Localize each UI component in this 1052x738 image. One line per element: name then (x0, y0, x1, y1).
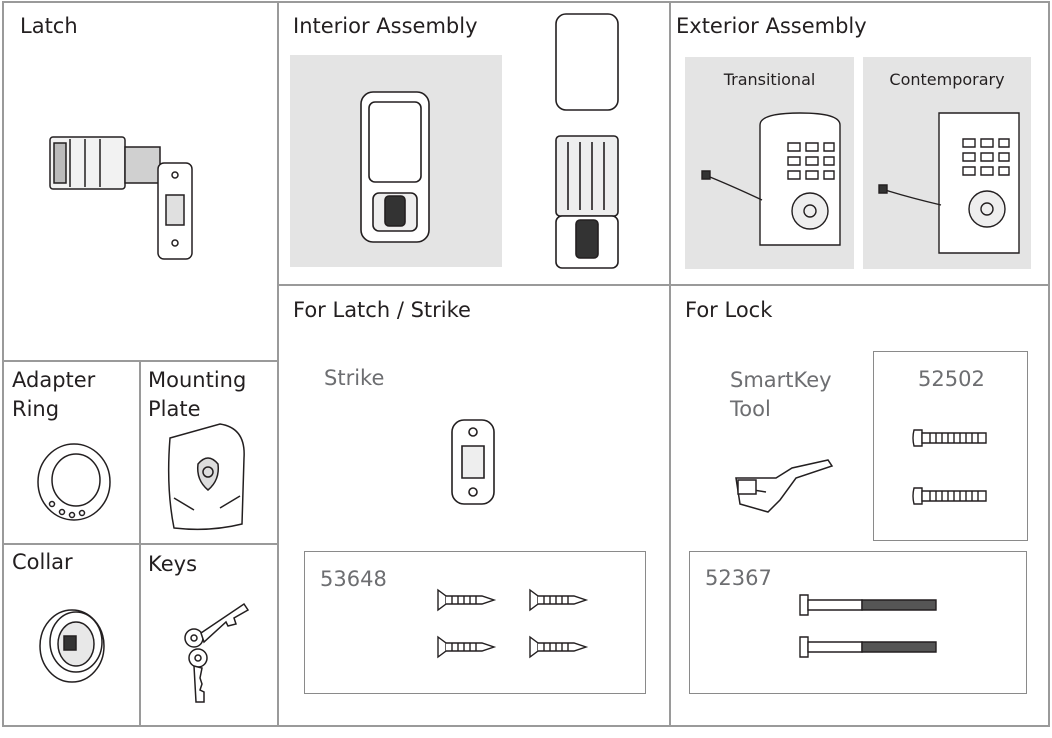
keypad-lock-icon (700, 105, 850, 255)
screw-icon (910, 426, 990, 450)
divider-middle (669, 1, 671, 727)
strike-screw-pack-number: 53648 (320, 567, 387, 591)
keypad-lock-icon (877, 105, 1027, 255)
adapter-ring-icon (34, 440, 114, 525)
strike-plate-icon (446, 416, 500, 508)
interior-assembly-title: Interior Assembly (293, 14, 478, 38)
adapter-ring-title-line2: Ring (12, 397, 60, 421)
mounting-plate-title-line2: Plate (148, 397, 201, 421)
keys-icon (172, 598, 252, 708)
outer-border-bottom (2, 725, 1050, 727)
bolt-icon (798, 592, 940, 618)
screw-icon (436, 587, 496, 613)
outer-border-top (2, 1, 1050, 3)
exterior-assembly-title: Exterior Assembly (676, 14, 867, 38)
bolt-icon (798, 634, 940, 660)
screw-icon (528, 587, 588, 613)
contemporary-label: Contemporary (889, 70, 1005, 89)
for-lock-title: For Lock (685, 298, 773, 322)
divider-latch-right (277, 1, 279, 727)
divider-top-row (278, 284, 1049, 286)
mounting-plate-title-line1: Mounting (148, 368, 247, 392)
latch-title: Latch (20, 14, 78, 38)
screw-icon (528, 634, 588, 660)
outer-border-right (1048, 1, 1050, 727)
interior-lock-icon (355, 88, 435, 248)
latch-icon (40, 125, 200, 265)
screw-icon (436, 634, 496, 660)
mounting-plate-icon (160, 418, 250, 536)
adapter-ring-title: Adapter Ring (12, 366, 95, 424)
mounting-plate-title: Mounting Plate (148, 366, 246, 424)
transitional-label: Transitional (723, 70, 816, 89)
keys-title: Keys (148, 552, 198, 576)
strike-screw-pack (304, 551, 646, 694)
adapter-ring-title-line1: Adapter (12, 368, 96, 392)
smartkey-tool-label: SmartKey Tool (730, 366, 832, 424)
screw-icon (910, 484, 990, 508)
collar-title: Collar (12, 550, 73, 574)
short-screw-pack (873, 351, 1028, 541)
long-screw-pack-number: 52367 (705, 566, 772, 590)
battery-pack-icon (550, 10, 625, 270)
divider-small-col (139, 361, 141, 727)
smartkey-tool-label-line2: Tool (730, 397, 771, 421)
collar-icon (36, 598, 114, 686)
strike-label: Strike (324, 366, 385, 390)
smartkey-tool-label-line1: SmartKey (730, 368, 832, 392)
short-screw-pack-number: 52502 (918, 367, 985, 391)
smartkey-tool-icon (732, 452, 836, 516)
long-screw-pack (689, 551, 1027, 694)
for-latch-strike-title: For Latch / Strike (293, 298, 471, 322)
outer-border-left (2, 1, 4, 727)
